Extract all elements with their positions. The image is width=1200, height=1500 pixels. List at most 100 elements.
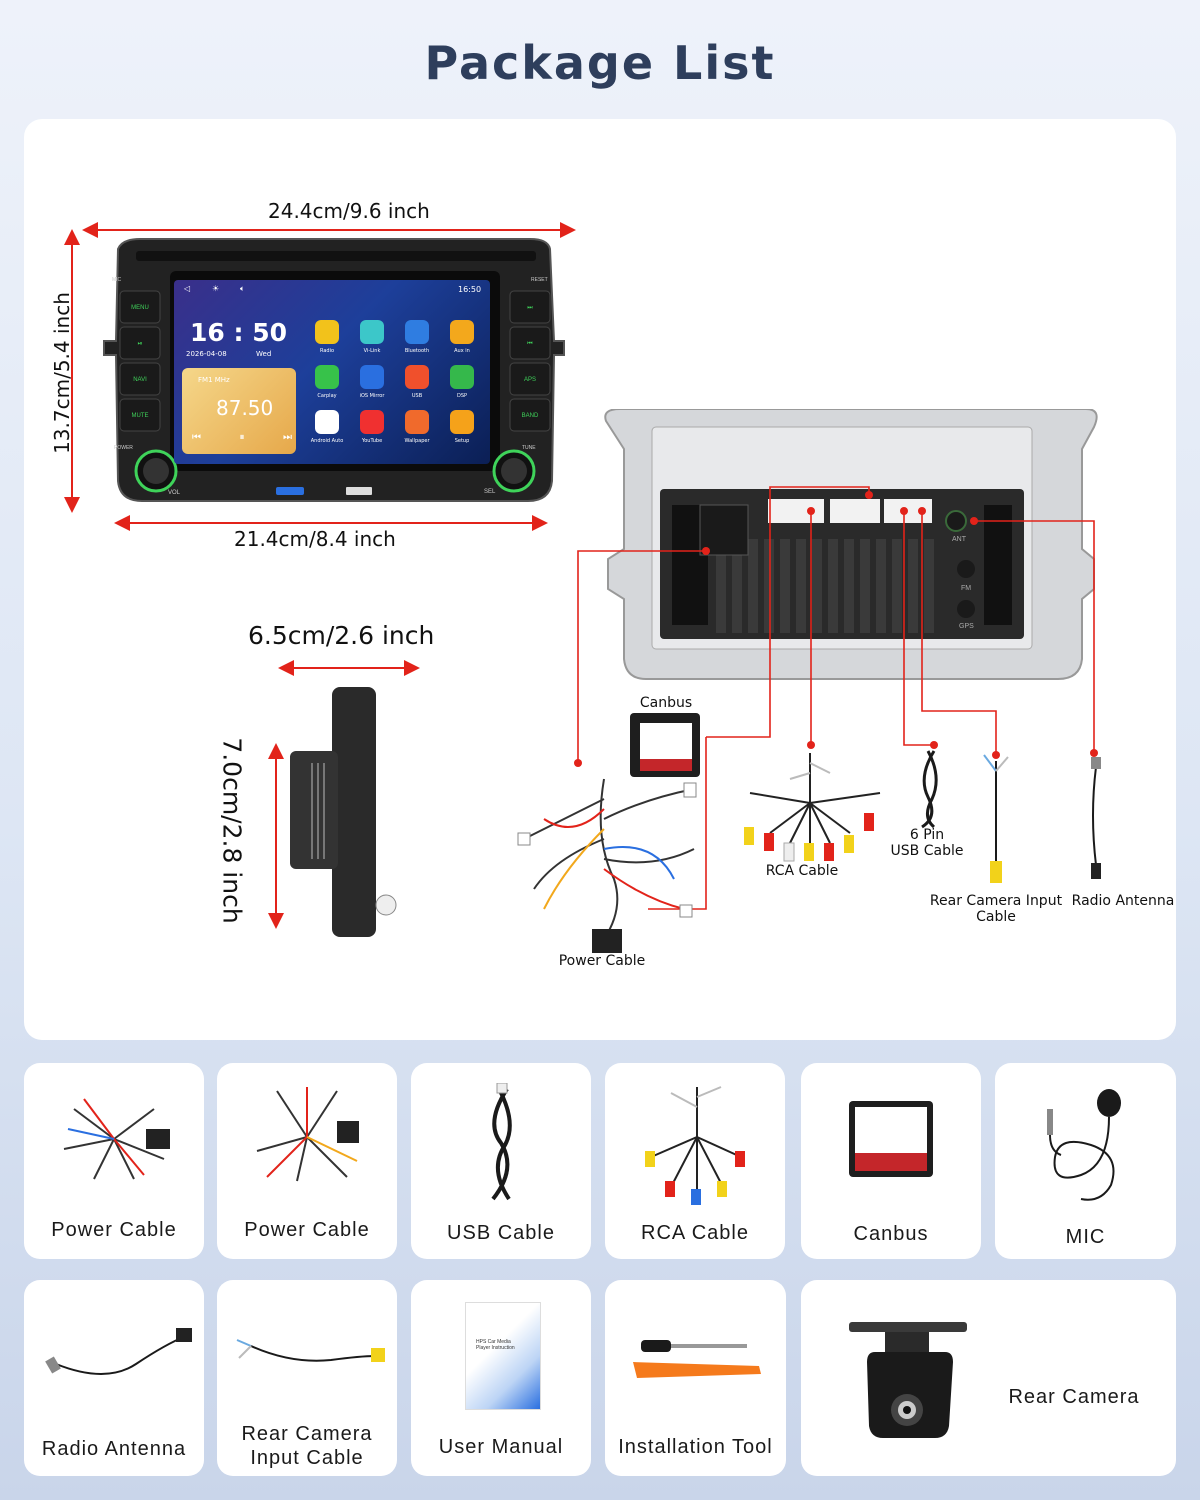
- antenna-cable-icon: [45, 1328, 192, 1375]
- label-radio-antenna: Radio Antenna: [1071, 893, 1175, 909]
- accessory-card-canbus: Canbus: [801, 1063, 981, 1259]
- install-tools-icon: [633, 1340, 761, 1378]
- back-icon[interactable]: ◁: [184, 284, 191, 293]
- dimension-bottom-width: 21.4cm/8.4 inch: [234, 527, 396, 551]
- rca-cable-icon: [645, 1086, 745, 1205]
- accessory-label: Canbus: [853, 1223, 929, 1245]
- app-icon: [315, 365, 339, 389]
- accessory-label: Power Cable: [51, 1219, 177, 1241]
- accessory-card-user-manual: HPS Car Media Player Instruction User Ma…: [411, 1280, 591, 1476]
- app-tile[interactable]: Wallpaper: [396, 410, 438, 452]
- accessory-card-mic: MIC: [995, 1063, 1176, 1259]
- usb-cable-icon: [491, 1083, 512, 1201]
- diagram-rear-camera-cable: [983, 754, 1009, 883]
- dimension-top-width: 24.4cm/9.6 inch: [268, 199, 430, 223]
- app-label: DSP: [456, 393, 468, 399]
- btn-mute[interactable]: MUTE: [131, 413, 149, 419]
- diagram-rca-cable: [744, 753, 881, 862]
- dimension-depth: 6.5cm/2.6 inch: [248, 621, 435, 650]
- accessory-label: Installation Tool: [618, 1436, 773, 1458]
- diagram-power-cable: [517, 778, 697, 953]
- app-icon: [360, 410, 384, 434]
- power-cable-harness-icon: [256, 1087, 359, 1182]
- app-icon: [360, 365, 384, 389]
- diagram-usb-cable: [921, 750, 938, 829]
- app-icon: [405, 365, 429, 389]
- app-icon: [450, 320, 474, 344]
- radio-controls: ⏮ ⏸ ⏭: [192, 432, 292, 443]
- app-label: Bluetooth: [404, 348, 430, 354]
- label-tune: TUNE: [522, 445, 536, 451]
- label-usb-cable: 6 Pin USB Cable: [890, 827, 964, 859]
- accessory-label: MIC: [1065, 1226, 1106, 1248]
- btn-prev[interactable]: ⏮: [527, 341, 533, 347]
- app-tile[interactable]: iOS Mirror: [351, 365, 393, 407]
- accessory-label: Rear Camera Input Cable: [241, 1423, 373, 1469]
- label-vol: VOL: [168, 490, 181, 496]
- app-tile[interactable]: DSP: [441, 365, 483, 407]
- manual-booklet-icon: HPS Car Media Player Instruction: [465, 1302, 541, 1410]
- accessory-card-rca-cable: RCA Cable: [605, 1063, 785, 1259]
- app-label: Aux in: [454, 348, 470, 354]
- rear-label-ant: ANT: [952, 536, 966, 543]
- head-unit-screen: ◁ ☀ 🔈︎ 16:50 16 : 50 2026-04-08 Wed FM1 …: [174, 280, 490, 464]
- app-tile[interactable]: Vi-Link: [351, 320, 393, 362]
- page-title: Package List: [424, 36, 776, 90]
- accessory-card-power-cable-2: Power Cable: [217, 1063, 397, 1259]
- app-icon: [360, 320, 384, 344]
- btn-play[interactable]: ⏯: [137, 341, 143, 347]
- app-tile[interactable]: USB: [396, 365, 438, 407]
- accessory-label: Rear Camera: [1008, 1386, 1140, 1408]
- diagram-antenna-cable: [1091, 757, 1101, 879]
- label-mic: MIC: [112, 277, 122, 283]
- app-tile[interactable]: Aux in: [441, 320, 483, 362]
- head-unit-side: [290, 687, 397, 937]
- btn-aps[interactable]: APS: [523, 377, 536, 383]
- app-tile[interactable]: Setup: [441, 410, 483, 452]
- prev-icon[interactable]: ⏮: [192, 432, 201, 443]
- app-icon: [450, 365, 474, 389]
- app-label: Radio: [319, 348, 335, 354]
- screen-weekday: Wed: [256, 350, 272, 358]
- accessory-card-rear-camera-input-cable: Rear Camera Input Cable: [217, 1280, 397, 1476]
- app-icon: [405, 410, 429, 434]
- radio-widget[interactable]: FM1 MHz 87.50 ⏮ ⏸ ⏭: [182, 368, 296, 454]
- label-sel: SEL: [484, 489, 496, 495]
- btn-next[interactable]: ⏭: [527, 305, 533, 311]
- right-button-labels: ⏭ ⏮ APS BAND: [510, 291, 550, 441]
- camera-input-cable-icon: [236, 1339, 385, 1362]
- accessory-label: Radio Antenna: [41, 1438, 187, 1460]
- btn-menu[interactable]: MENU: [131, 305, 149, 311]
- app-label: Carplay: [317, 393, 337, 399]
- main-diagram-panel: 24.4cm/9.6 inch 21.4cm/8.4 inch 13.7cm/5…: [24, 119, 1176, 1040]
- rear-label-fm: FM: [961, 585, 972, 592]
- app-tile[interactable]: YouTube: [351, 410, 393, 452]
- label-reset: RESET: [531, 277, 548, 283]
- pause-icon[interactable]: ⏸: [239, 432, 245, 443]
- app-tile[interactable]: Android Auto: [306, 410, 348, 452]
- next-icon[interactable]: ⏭: [283, 432, 292, 443]
- volume-icon[interactable]: 🔈︎: [240, 284, 245, 293]
- app-tile[interactable]: Radio: [306, 320, 348, 362]
- app-label: Vi-Link: [363, 348, 381, 354]
- screen-clock: 16 : 50: [190, 318, 287, 347]
- app-icon: [315, 410, 339, 434]
- app-label: YouTube: [361, 438, 383, 444]
- canbus-box-icon: [849, 1101, 933, 1177]
- radio-band: FM1 MHz: [198, 376, 230, 384]
- accessory-card-power-cable-1: Power Cable: [24, 1063, 204, 1259]
- power-cable-harness-icon: [63, 1098, 170, 1180]
- app-icon: [405, 320, 429, 344]
- btn-navi[interactable]: NAVI: [133, 377, 147, 383]
- app-tile[interactable]: Carplay: [306, 365, 348, 407]
- accessory-card-radio-antenna: Radio Antenna: [24, 1280, 204, 1476]
- app-tile[interactable]: Bluetooth: [396, 320, 438, 362]
- brightness-icon[interactable]: ☀: [212, 284, 220, 293]
- btn-band[interactable]: BAND: [521, 413, 539, 419]
- accessory-card-usb-cable: USB Cable: [411, 1063, 591, 1259]
- accessory-label: User Manual: [438, 1436, 564, 1458]
- label-canbus: Canbus: [639, 695, 693, 711]
- connection-lines: [574, 486, 1098, 910]
- app-icon: [315, 320, 339, 344]
- radio-frequency: 87.50: [216, 396, 274, 420]
